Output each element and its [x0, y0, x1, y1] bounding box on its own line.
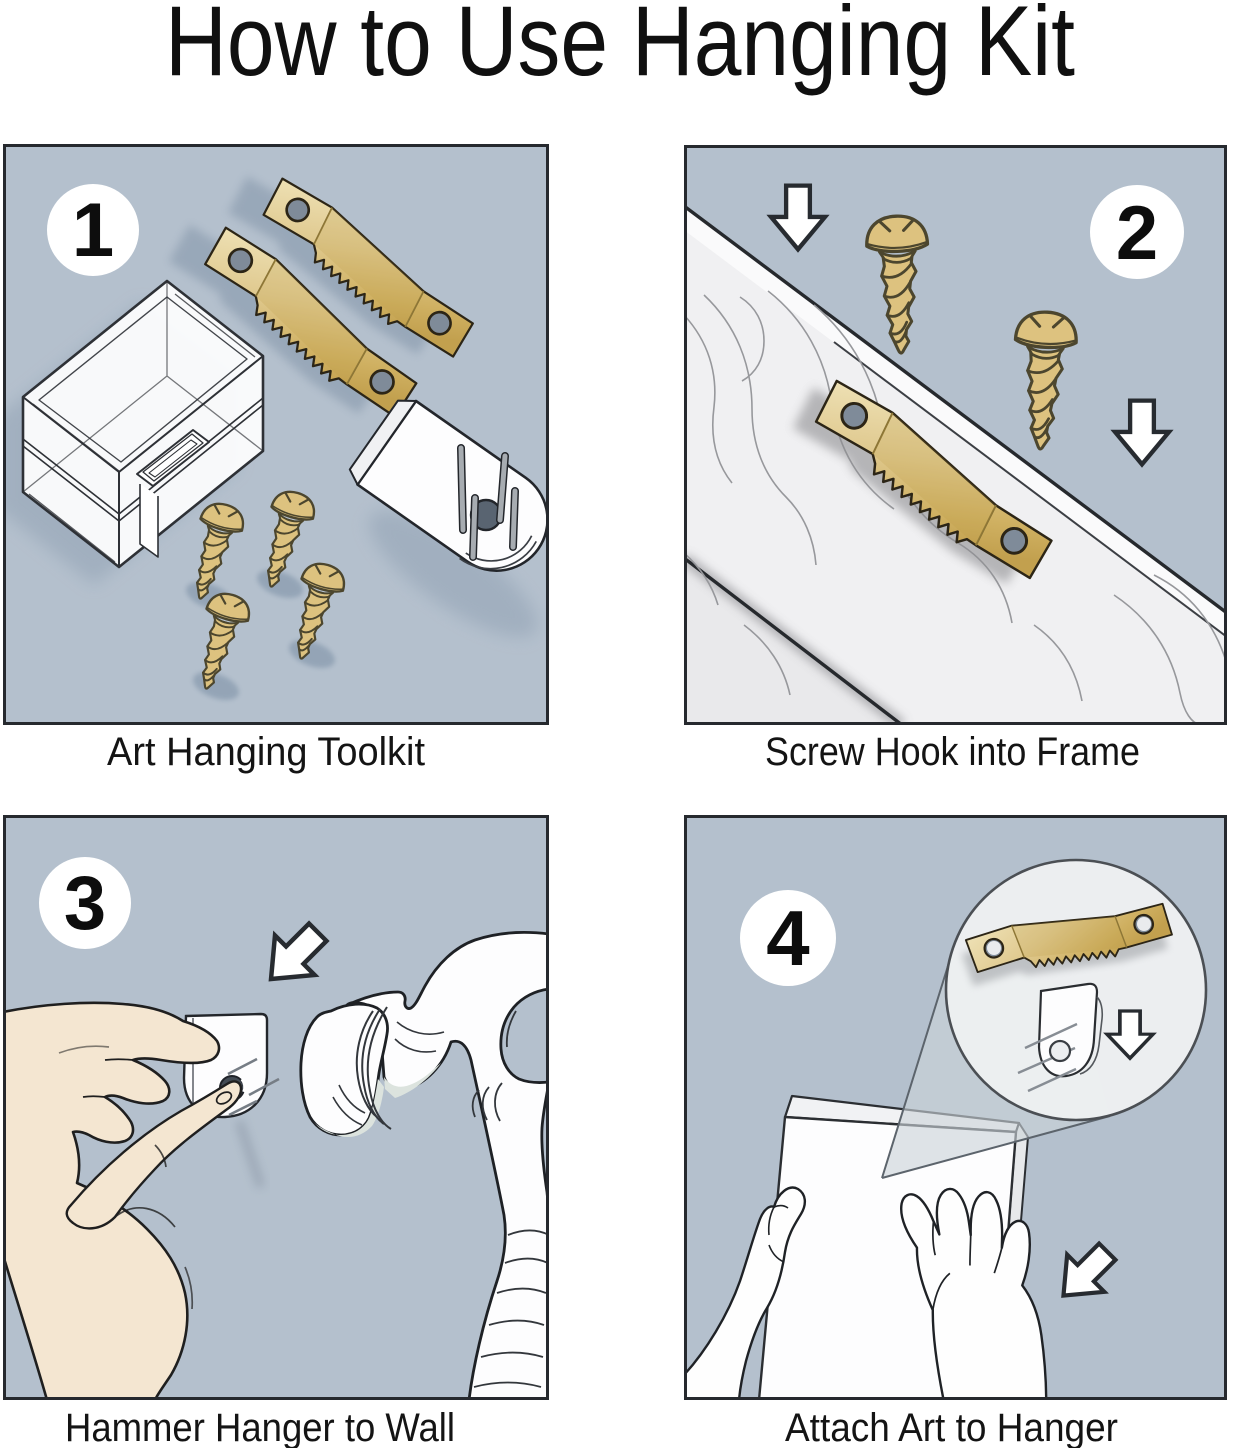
svg-text:2: 2 — [1116, 191, 1158, 276]
svg-text:Hammer Hanger to Wall: Hammer Hanger to Wall — [65, 1406, 455, 1448]
svg-text:Art Hanging Toolkit: Art Hanging Toolkit — [107, 730, 425, 774]
svg-text:4: 4 — [766, 894, 809, 982]
svg-text:1: 1 — [72, 188, 114, 273]
svg-text:Attach Art to Hanger: Attach Art to Hanger — [785, 1406, 1118, 1448]
svg-text:Screw Hook into Frame: Screw Hook into Frame — [765, 730, 1140, 774]
svg-text:How to Use Hanging Kit: How to Use Hanging Kit — [165, 0, 1075, 96]
svg-text:3: 3 — [64, 861, 106, 946]
